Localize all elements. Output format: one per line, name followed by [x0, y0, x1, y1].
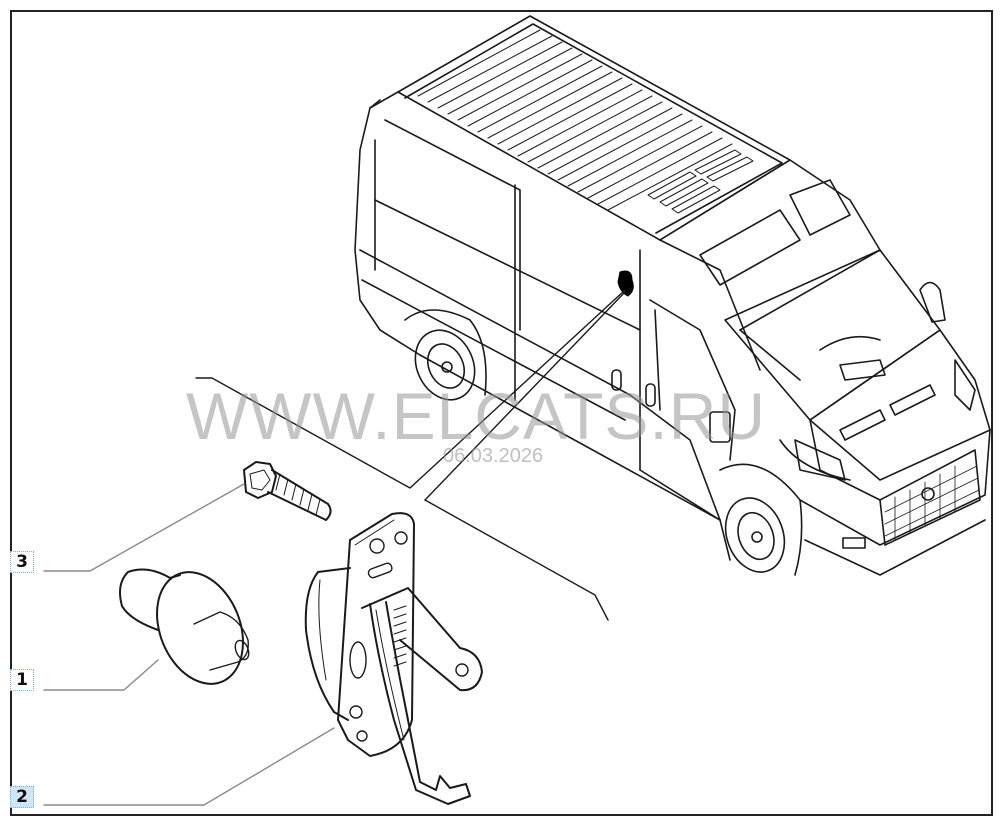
callout-1[interactable]: 1 — [10, 669, 34, 691]
callout-number: 1 — [16, 670, 28, 690]
diagram-frame — [10, 10, 993, 816]
callout-leaders — [43, 483, 335, 806]
part-striker-pin — [119, 568, 250, 685]
callout-3[interactable]: 3 — [10, 551, 34, 573]
part-lock-mechanism — [304, 512, 483, 805]
leader-line-1 — [43, 659, 159, 691]
callout-2[interactable]: 2 — [10, 786, 34, 808]
leader-line-2 — [43, 727, 335, 806]
callout-number: 2 — [16, 787, 28, 807]
part-bolt — [243, 461, 332, 521]
detail-pointer-lines — [195, 289, 626, 621]
leader-line-3 — [43, 483, 245, 572]
van-illustration — [354, 15, 991, 576]
callout-number: 3 — [16, 552, 28, 572]
lock-location-marker — [617, 270, 634, 297]
